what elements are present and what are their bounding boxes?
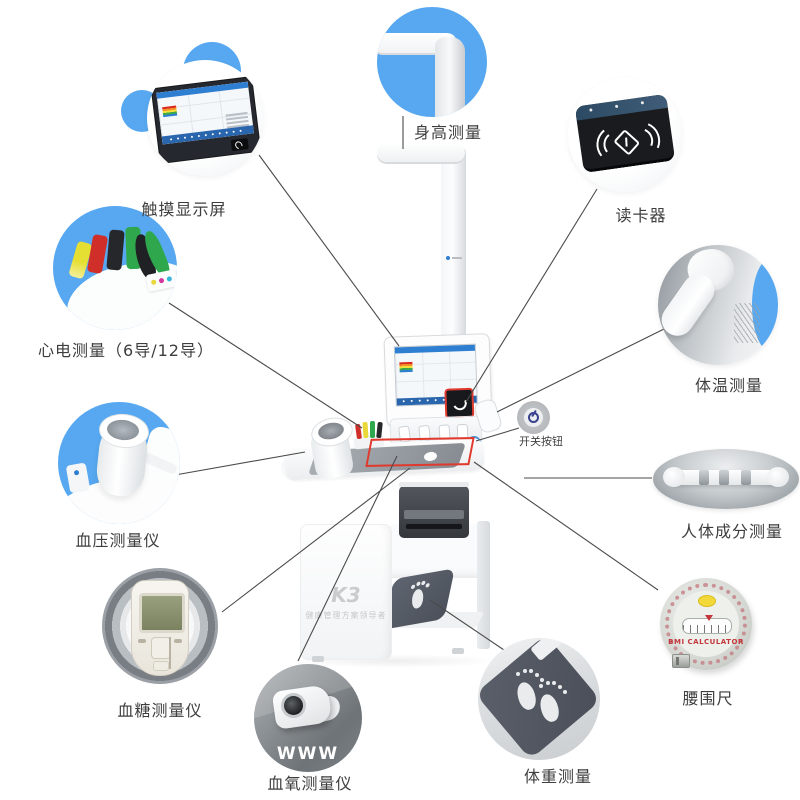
glucose-bottom-button [153,661,169,671]
printer-paper-tray [404,510,464,519]
label-blood-oxygen: 血氧测量仪 [267,774,353,793]
printer-slot [406,524,462,529]
toolbar-icons [402,400,405,403]
ecg-connector-dots [150,279,157,286]
callout-temperature [658,245,778,365]
callout-waist-tape: BMI CALCULATOR [660,578,752,670]
callout-weight [478,638,600,760]
swipe-icon [451,394,469,413]
tape-logo [698,595,716,607]
weight-footprint-right-toes [539,684,543,688]
glucose-button-right [174,639,182,643]
label-blood-pressure: 血压测量仪 [75,531,161,550]
tape-tick-ring [665,583,747,665]
tape-pointer [705,615,713,621]
callout-touchscreen [147,60,263,176]
ecg-clip-red [86,233,109,275]
tablet-text-lines [225,111,248,117]
printer-top-ledge [399,482,469,487]
label-height: 身高测量 [413,123,483,142]
callout-body-composition [653,449,799,509]
label-ecg: 心电测量（6导/12导） [38,341,214,360]
callout-blood-oxygen: WWW [254,664,362,772]
pole-logo [446,255,463,261]
bodycomp-grip-right [767,467,789,487]
bp-side-box [65,462,91,494]
screen-rainbow-chart [399,361,413,373]
tape-scale-window [682,615,732,634]
glucose-button-left [138,639,146,643]
tablet-rainbow-chart [162,105,178,118]
kiosk-pole [441,148,466,348]
clip-yellow [362,421,369,439]
cabinet-front-panel: K3 健康管理方案领导者 [300,524,392,660]
bodycomp-grip-left [663,467,685,487]
tablet-logo-glyph [233,139,245,151]
callout-power-button [517,401,550,434]
oximeter-hole [284,696,303,715]
clip-red [354,423,363,440]
tape-metal-clip [672,654,690,668]
glucose-main-button [151,637,171,659]
brand-logo: K3 [331,583,361,607]
footprint-toes [410,584,416,590]
tablet-screen [156,81,254,145]
card-reader-top-band [574,93,668,121]
label-body-composition: 人体成分测量 [680,522,784,541]
pole-logo-dot [446,256,450,260]
tape-clip-slot [676,657,679,665]
footprint-icon [411,587,424,611]
bp-side-box-dot [73,469,80,476]
card-swipe-zone [444,387,475,419]
card-reader [574,93,676,174]
height-measure-arm [377,143,465,162]
callout-blood-glucose [102,568,218,684]
tablet [150,76,262,164]
desk-bp-cuff [308,413,357,482]
bodycomp-electrode-2 [719,470,729,485]
tape-dial-text: BMI CALCULATOR [668,638,744,646]
watermark-text: WWW [276,744,340,764]
screen-header-bar [394,344,475,354]
desk-ecg-clips [353,421,388,450]
tablet-header-bar [156,81,249,99]
cabinet-foot-right [452,648,464,654]
bodycomp-electrode-3 [741,470,751,485]
label-blood-glucose: 血糖测量仪 [117,701,203,720]
label-power-button: 开关按钮 [519,435,563,448]
ecg-clip-black [106,229,125,271]
glucose-meter [131,580,189,676]
cabinet-right-wall [477,521,490,649]
glucose-slider-line [169,637,171,669]
weight-footprint-left-toes [516,672,520,676]
card-reader-indicators [589,108,593,112]
clip-green [370,421,375,438]
brand-slogan: 健康管理方案领导者 [305,611,387,620]
callout-card-reader [568,78,682,192]
cabinet-foot-left [312,656,324,662]
tablet-logo-badge [230,138,249,152]
glucose-screen [139,593,185,633]
label-touchscreen: 触摸显示屏 [141,200,227,219]
card-glyph-stripe [625,137,628,147]
pole-logo-text-bar [452,257,462,259]
label-weight: 体重测量 [523,767,593,786]
height-arm-vertical [435,37,465,117]
callout-height [377,7,487,117]
power-button-face [524,408,543,427]
tray-highlight-box [365,437,475,467]
label-waist-tape: 腰围尺 [682,689,734,708]
label-card-reader: 读卡器 [615,206,667,225]
callout-blood-pressure [58,402,180,524]
printer [399,482,469,538]
label-temperature: 体温测量 [694,376,764,395]
callout-ecg [53,206,177,330]
temp-vent-hatch [734,303,760,343]
bodycomp-electrode-1 [699,470,709,485]
